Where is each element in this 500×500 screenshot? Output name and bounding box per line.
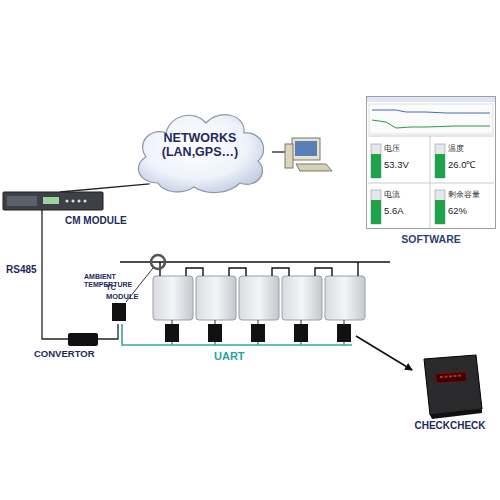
gauge-box: 温度 26.0℃	[432, 138, 492, 182]
cell-module	[294, 324, 308, 342]
button	[84, 200, 87, 203]
check-node: CHECKCHECK	[410, 350, 490, 434]
pointer-arrow	[356, 336, 412, 370]
rack-unit	[3, 192, 103, 210]
convertor-box	[68, 333, 98, 346]
grid-line	[368, 183, 494, 184]
clamp-ring	[151, 255, 165, 269]
battery-cell	[153, 276, 193, 320]
tc-node: TC MODULE	[106, 284, 146, 324]
node-value: 26.0℃	[448, 160, 492, 171]
connector-line	[41, 230, 42, 330]
display	[43, 197, 59, 204]
gauge-box: 剩余容量 62%	[432, 184, 492, 228]
red-display	[436, 372, 467, 383]
node-label: CONVERTOR	[34, 349, 100, 360]
tc-box	[112, 303, 126, 321]
battery-cell	[196, 276, 236, 320]
conv-node: CONVERTOR	[30, 330, 100, 362]
gauge-box: 电压 53.3V	[368, 138, 428, 182]
computer-icon	[285, 138, 332, 171]
trend-chart	[369, 104, 493, 134]
node-label: SOFTWARE	[366, 233, 496, 245]
screen	[295, 141, 317, 156]
screen-frame	[367, 97, 496, 229]
gauge-track	[435, 144, 445, 178]
cell-module	[208, 324, 222, 342]
node-label: CM MODULE	[65, 215, 153, 227]
cell-module	[165, 324, 179, 342]
network-cloud: NETWORKS (LAN,GPS…)	[128, 103, 272, 197]
gauge-bar	[371, 154, 381, 178]
trend-line	[372, 120, 490, 128]
cell-module	[251, 324, 265, 342]
uart-bus	[122, 324, 352, 345]
gauge-bar	[435, 154, 445, 178]
battery-cell	[282, 276, 322, 320]
annotation-label: UART	[214, 350, 264, 363]
node-label: CHECKCHECK	[404, 420, 496, 432]
title-bar	[367, 97, 495, 102]
battery-wire	[160, 262, 358, 276]
node-label: NETWORKS (LAN,GPS…)	[154, 131, 246, 160]
wire	[42, 330, 68, 339]
node-label: 剩余容量	[448, 190, 492, 199]
cm-node: CM MODULE	[3, 192, 153, 230]
module-lead	[172, 320, 344, 324]
grid-line	[368, 136, 494, 137]
button	[78, 200, 81, 203]
grid-line	[430, 136, 431, 228]
display-glow	[440, 376, 462, 378]
gauge-track	[435, 190, 445, 224]
button	[72, 200, 75, 203]
node-value: 5.6A	[384, 206, 428, 217]
monitor	[292, 138, 320, 160]
gauge-track	[371, 190, 381, 224]
cell-module	[337, 324, 351, 342]
button	[66, 200, 69, 203]
soft-node: SOFTWARE 电压 53.3V 温度 26.0℃ 电流 5.6A 剩余容量 62%	[366, 96, 496, 248]
battery-cell	[325, 276, 365, 320]
gauge-bar	[435, 200, 445, 224]
connector-line	[60, 184, 150, 192]
trend-line	[372, 110, 490, 113]
panel	[7, 196, 37, 206]
tower	[285, 144, 293, 168]
battery-cell	[239, 276, 279, 320]
signal-label: RS485	[6, 264, 46, 276]
connector-line	[100, 324, 118, 339]
node-label: 电压	[384, 144, 428, 153]
cell-modules	[165, 320, 351, 342]
battery-string	[153, 262, 365, 320]
wire	[41, 210, 42, 230]
node-value: 53.3V	[384, 160, 428, 171]
node-label: 电流	[384, 190, 428, 199]
node-label: 温度	[448, 144, 492, 153]
cloud-outline	[138, 115, 263, 193]
wire	[98, 338, 100, 339]
gauge-bar	[371, 200, 381, 224]
gauge-track	[371, 144, 381, 178]
device-edge	[430, 409, 482, 419]
annotation-label: AMBIENT TEMPERTURE	[84, 273, 146, 289]
software-screen	[366, 96, 496, 248]
device-body	[424, 355, 482, 415]
node-value: 62%	[448, 206, 492, 217]
keyboard	[296, 164, 332, 171]
gauge-box: 电流 5.6A	[368, 184, 428, 228]
